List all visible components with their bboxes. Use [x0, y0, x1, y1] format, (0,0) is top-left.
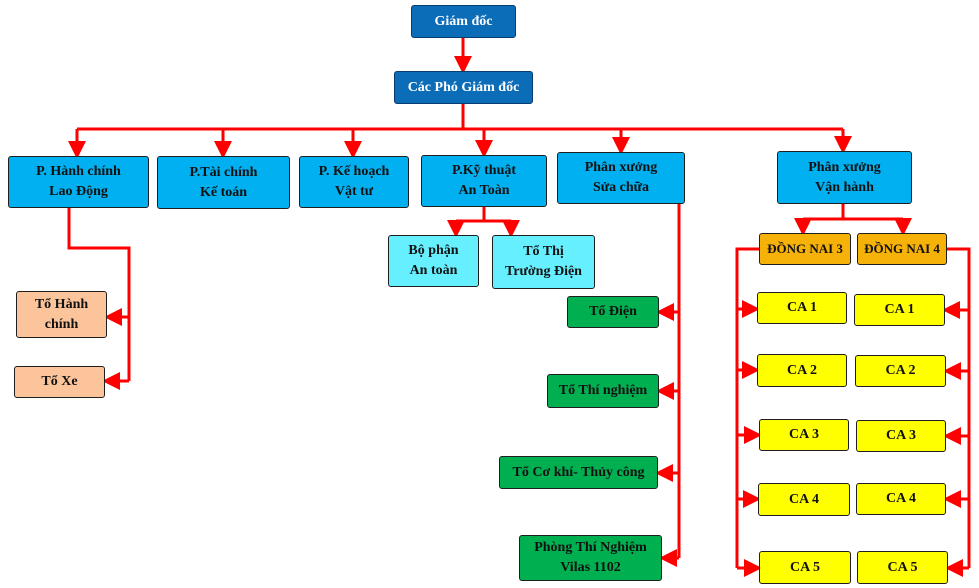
unit-administration: Tổ Hành chính [16, 291, 107, 338]
dn4-shift-3: CA 3 [856, 420, 946, 452]
unit-testing: Tổ Thí nghiệm [547, 374, 659, 408]
dept-technical-safety: P.Kỹ thuật An Toàn [421, 155, 547, 207]
dn3-shift-4: CA 4 [758, 483, 850, 516]
deputy-directors-box: Các Phó Giám đốc [394, 71, 533, 104]
unit-vilas-lab: Phòng Thí Nghiệm Vilas 1102 [519, 535, 662, 581]
unit-safety: Bộ phận An toàn [388, 235, 479, 287]
connector-admin-trunk [67, 208, 131, 381]
unit-electricity-market: Tổ Thị Trường Điện [492, 235, 595, 289]
workshop-repair: Phân xưởng Sửa chữa [557, 152, 685, 204]
connector-dn3-trunk [735, 247, 759, 568]
unit-vehicles: Tổ Xe [14, 366, 105, 398]
unit-electrical: Tổ Điện [567, 296, 659, 328]
dn4-shift-4: CA 4 [856, 483, 946, 515]
workshop-operation: Phân xưởng Vận hành [777, 151, 912, 204]
dn3-shift-3: CA 3 [759, 419, 849, 451]
dn3-shift-2: CA 2 [757, 354, 847, 387]
plant-dong-nai-4: ĐỒNG NAI 4 [857, 233, 947, 265]
connector-dn4-trunk [947, 247, 971, 568]
dn3-shift-5: CA 5 [759, 551, 851, 584]
dept-administration-labor: P. Hành chính Lao Động [8, 156, 149, 208]
dn3-shift-1: CA 1 [757, 292, 847, 324]
director-box: Giám đốc [411, 5, 516, 38]
dept-planning-materials: P. Kế hoạch Vật tư [299, 156, 409, 208]
unit-mechanical-hydraulic: Tổ Cơ khí- Thủy công [499, 456, 658, 489]
dept-finance-accounting: P.Tài chính Kế toán [157, 156, 290, 209]
dn4-shift-1: CA 1 [854, 294, 945, 326]
dn4-shift-5: CA 5 [857, 551, 948, 584]
dn4-shift-2: CA 2 [855, 355, 946, 387]
plant-dong-nai-3: ĐỒNG NAI 3 [759, 233, 851, 265]
